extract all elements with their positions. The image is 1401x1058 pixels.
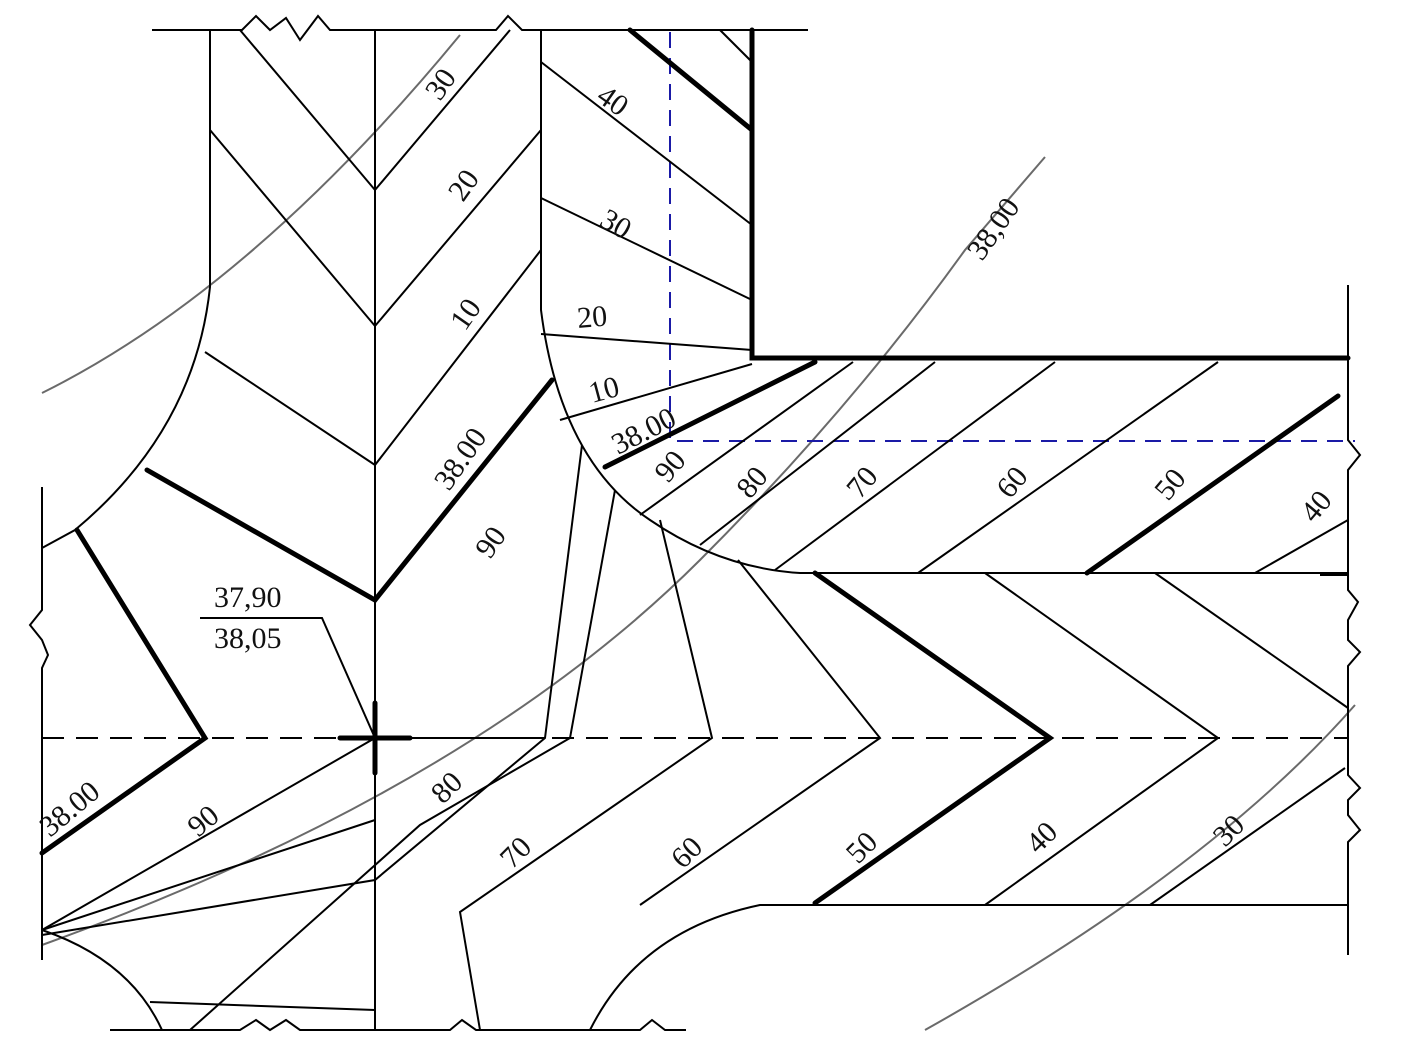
label-south-70: 70 — [494, 830, 539, 875]
contour-labels: 37,90 38,05 38,00 30 20 10 38.00 90 40 3… — [33, 63, 1338, 875]
label-north-90: 90 — [469, 521, 513, 565]
label-south-60: 60 — [665, 830, 710, 875]
label-south-50: 50 — [840, 825, 885, 870]
label-east-70: 70 — [840, 460, 885, 504]
label-east-60: 60 — [990, 460, 1035, 504]
label-strip-40: 40 — [591, 79, 635, 123]
centerline-axis — [42, 30, 1348, 739]
survey-point-marker — [200, 617, 413, 776]
label-north-10: 10 — [444, 293, 488, 337]
label-south-90: 90 — [181, 799, 225, 844]
label-east-40: 40 — [1294, 484, 1339, 528]
label-grey-curve: 38,00 — [961, 192, 1027, 266]
label-north-20: 20 — [442, 164, 486, 208]
thin-contour-lines — [41, 29, 1349, 1031]
label-east-50: 50 — [1148, 462, 1193, 506]
label-north-crest: 38.00 — [428, 422, 494, 496]
point-elevation-top: 37,90 — [214, 581, 282, 614]
label-east-80: 80 — [730, 460, 775, 504]
label-north-30: 30 — [419, 63, 463, 107]
label-strip-30: 30 — [595, 202, 637, 246]
label-strip-20: 20 — [576, 299, 609, 334]
blue-guide-lines — [669, 32, 1355, 442]
label-south-80: 80 — [425, 765, 470, 810]
thick-crest-lines — [39, 27, 1351, 906]
label-south-30: 30 — [1207, 808, 1252, 853]
point-elevation-bottom: 38,05 — [214, 622, 282, 655]
